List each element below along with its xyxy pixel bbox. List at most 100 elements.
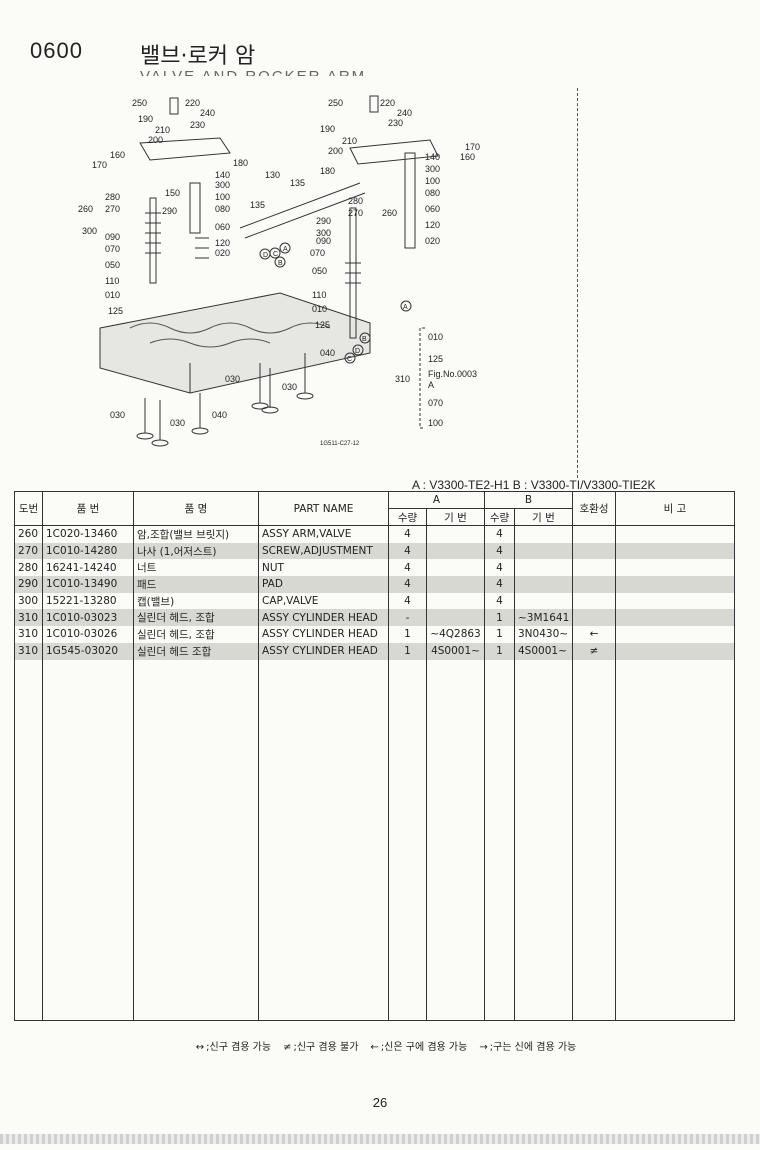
- cell-ref: 260: [14, 525, 43, 543]
- svg-text:100: 100: [425, 176, 440, 186]
- col-a-qty: 수량: [388, 508, 427, 526]
- cell-name-ko: 패드: [133, 576, 259, 593]
- cell-ref: 310: [14, 609, 43, 627]
- cell-remarks: [615, 642, 735, 660]
- cell-ref: 310: [14, 642, 43, 660]
- cell-part-no: 1C010-03026: [42, 626, 134, 643]
- svg-text:125: 125: [315, 320, 330, 330]
- cell-name-ko: 나사 (1,어저스트): [133, 542, 259, 560]
- svg-text:220: 220: [185, 98, 200, 108]
- page-number: 26: [372, 1095, 388, 1110]
- cell-remarks: [615, 576, 735, 593]
- svg-text:260: 260: [382, 208, 397, 218]
- col-name-en: PART NAME: [258, 491, 389, 526]
- svg-text:270: 270: [348, 208, 363, 218]
- svg-text:C: C: [273, 251, 278, 258]
- svg-text:220: 220: [380, 98, 395, 108]
- col-name-ko: 품 명: [133, 491, 259, 526]
- svg-text:270: 270: [105, 204, 120, 214]
- svg-text:280: 280: [105, 192, 120, 202]
- cell-b-serial: [514, 542, 573, 560]
- svg-text:Fig.No.0003: Fig.No.0003: [428, 369, 477, 379]
- svg-text:125: 125: [108, 306, 123, 316]
- section-subtitle: VALVE AND ROCKER ARM: [140, 66, 400, 76]
- cell-a-qty: 4: [388, 525, 427, 543]
- cell-compat: ≠: [572, 642, 616, 660]
- legend-text: ;구는 신에 겸용 가능: [489, 1042, 577, 1053]
- cell-b-qty: 4: [484, 559, 515, 577]
- cell-b-qty: 4: [484, 542, 515, 560]
- svg-text:150: 150: [165, 188, 180, 198]
- svg-text:200: 200: [328, 146, 343, 156]
- cell-b-qty: 1: [484, 609, 515, 627]
- svg-text:135: 135: [290, 178, 305, 188]
- svg-text:070: 070: [310, 248, 325, 258]
- cell-name-en: PAD: [258, 576, 389, 593]
- svg-text:030: 030: [225, 374, 240, 384]
- cell-compat: [572, 609, 616, 627]
- cell-compat: [572, 576, 616, 593]
- legend-text: ;신은 구에 겸용 가능: [380, 1042, 468, 1053]
- cell-part-no: 16241-14240: [42, 559, 134, 577]
- cell-ref: 290: [14, 576, 43, 593]
- svg-text:060: 060: [425, 204, 440, 214]
- svg-text:160: 160: [110, 150, 125, 160]
- col-group-b: B: [484, 491, 573, 509]
- svg-text:230: 230: [190, 120, 205, 130]
- svg-text:250: 250: [328, 98, 343, 108]
- cell-a-qty: 1: [388, 642, 427, 660]
- cell-b-serial: [514, 592, 573, 610]
- cell-part-no: 1G545-03020: [42, 642, 134, 660]
- svg-text:030: 030: [282, 382, 297, 392]
- cell-name-en: ASSY CYLINDER HEAD: [258, 626, 389, 643]
- svg-text:170: 170: [465, 142, 480, 152]
- cell-a-serial: [426, 542, 485, 560]
- svg-text:210: 210: [155, 125, 170, 135]
- cell-ref: 300: [14, 592, 43, 610]
- svg-text:060: 060: [215, 222, 230, 232]
- svg-text:050: 050: [105, 260, 120, 270]
- cell-b-serial: 4S0001~: [514, 642, 573, 660]
- col-b-serial: 기 번: [514, 508, 573, 526]
- svg-text:190: 190: [138, 114, 153, 124]
- svg-text:180: 180: [233, 158, 248, 168]
- cell-b-qty: 1: [484, 642, 515, 660]
- cell-compat: [572, 525, 616, 543]
- cell-a-qty: 4: [388, 559, 427, 577]
- svg-text:300: 300: [215, 180, 230, 190]
- cell-name-en: ASSY CYLINDER HEAD: [258, 642, 389, 660]
- cell-ref: 310: [14, 626, 43, 643]
- cell-a-qty: 4: [388, 542, 427, 560]
- svg-text:100: 100: [215, 192, 230, 202]
- cell-a-serial: [426, 525, 485, 543]
- legend-symbol: →: [479, 1042, 488, 1053]
- col-remarks: 비 고: [615, 491, 735, 526]
- cell-name-ko: 실린더 헤드 조합: [133, 642, 259, 660]
- svg-text:100: 100: [428, 418, 443, 428]
- svg-text:080: 080: [215, 204, 230, 214]
- divider-line: [577, 88, 578, 478]
- cell-compat: [572, 542, 616, 560]
- cell-compat: [572, 592, 616, 610]
- svg-text:080: 080: [425, 188, 440, 198]
- cell-a-serial: [426, 559, 485, 577]
- cell-name-ko: 암,조합(밸브 브릿지): [133, 525, 259, 543]
- svg-text:120: 120: [425, 220, 440, 230]
- table-filler: [14, 659, 735, 1021]
- cell-b-serial: [514, 559, 573, 577]
- svg-text:240: 240: [397, 108, 412, 118]
- svg-text:310: 310: [395, 374, 410, 384]
- cell-remarks: [615, 525, 735, 543]
- cell-b-serial: [514, 576, 573, 593]
- svg-text:A: A: [283, 246, 288, 253]
- cell-a-serial: 4S0001~: [426, 642, 485, 660]
- legend-symbol: ≠: [283, 1042, 292, 1053]
- section-title: 밸브·로커 암: [140, 44, 256, 69]
